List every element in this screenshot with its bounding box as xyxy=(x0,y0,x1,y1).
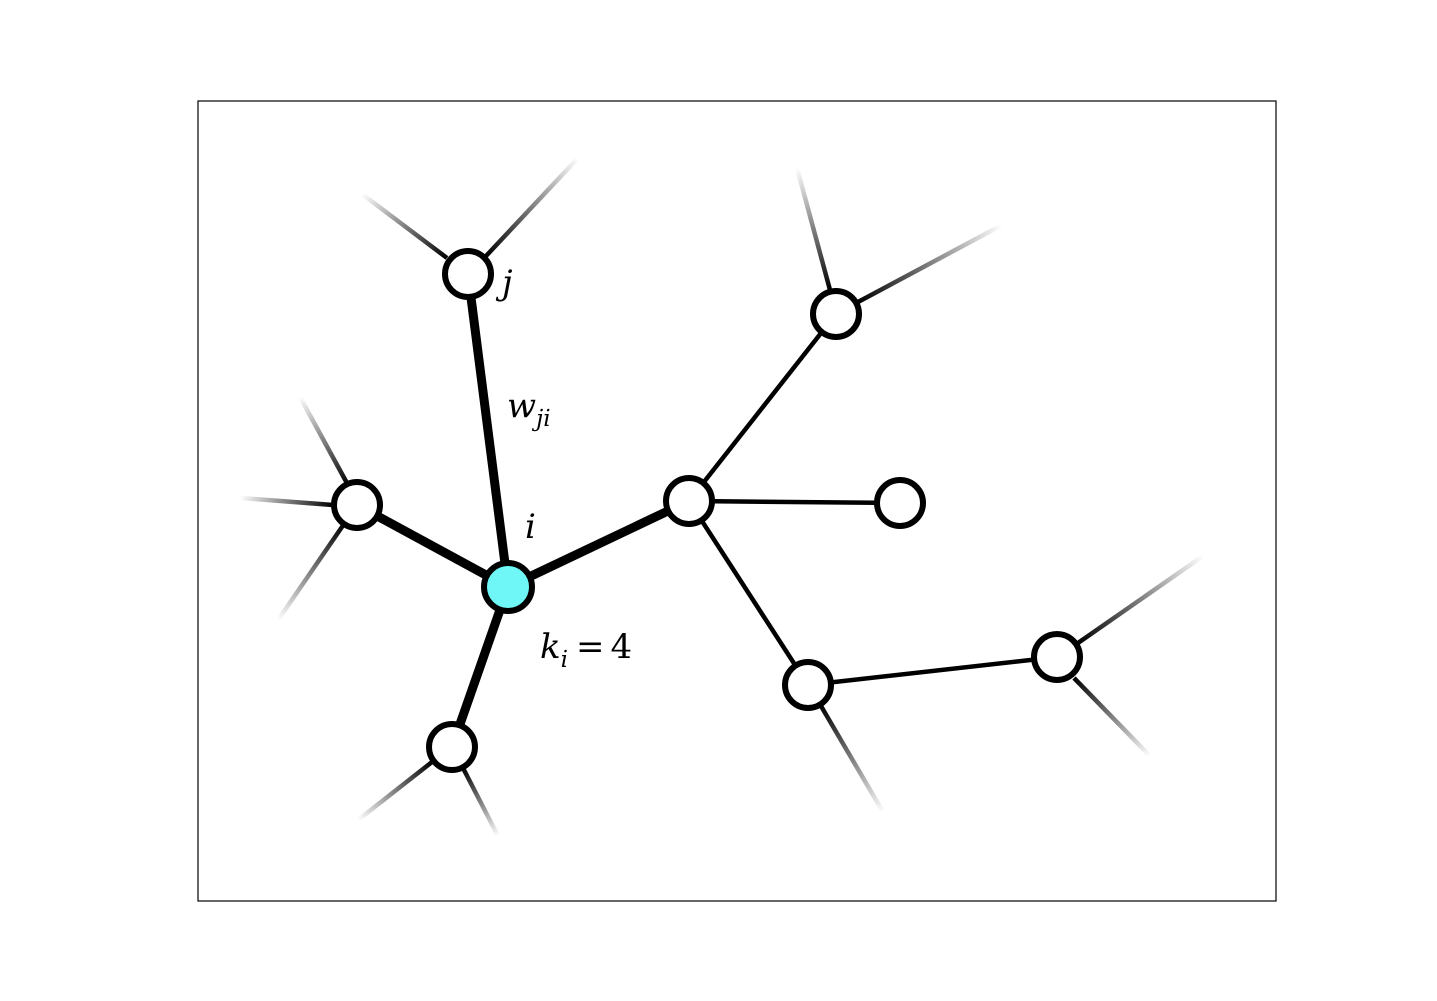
edge-i-c xyxy=(503,496,694,592)
edge-i-b xyxy=(447,582,513,752)
node-c xyxy=(663,475,715,527)
label-degree: ki =4 xyxy=(540,627,632,673)
degree-equals: = xyxy=(576,627,605,667)
edge-weight-symbol: w xyxy=(507,386,536,426)
fading-edge xyxy=(360,192,449,260)
fading-edge xyxy=(298,395,350,487)
fading-edge xyxy=(1072,676,1152,758)
edge-weight-subscript: ji xyxy=(531,406,551,432)
degree-symbol: k xyxy=(540,627,561,667)
fading-edge xyxy=(239,495,334,508)
edge-f-g xyxy=(805,654,1060,688)
node-d xyxy=(810,288,862,340)
fading-edge xyxy=(460,766,501,838)
edge-c-f xyxy=(686,498,811,688)
edge-i-j xyxy=(463,269,513,592)
degree-subscript: i xyxy=(561,647,568,673)
edge-c-e xyxy=(686,498,903,506)
fading-edges xyxy=(239,156,1205,838)
fading-edge xyxy=(819,704,885,814)
node-j xyxy=(442,248,494,300)
nodes xyxy=(331,248,1083,773)
fading-edge xyxy=(484,156,580,258)
node-i xyxy=(481,560,535,614)
fading-edge xyxy=(1076,554,1205,645)
node-f xyxy=(782,659,834,711)
label-node-j: j xyxy=(495,263,513,303)
fading-edge xyxy=(356,760,434,822)
node-b xyxy=(426,721,478,773)
label-edge-weight: wji xyxy=(507,386,551,432)
fading-edge xyxy=(276,522,346,622)
label-node-i: i xyxy=(525,507,536,547)
node-e xyxy=(874,477,926,529)
degree-value: 4 xyxy=(610,627,632,667)
edge-i-a xyxy=(352,500,513,592)
edge-c-d xyxy=(686,311,839,504)
edges xyxy=(352,269,1060,752)
fading-edge xyxy=(856,223,1004,304)
plot-frame xyxy=(197,100,1277,902)
fading-edge xyxy=(794,167,833,291)
node-a xyxy=(331,479,383,531)
node-g xyxy=(1031,631,1083,683)
